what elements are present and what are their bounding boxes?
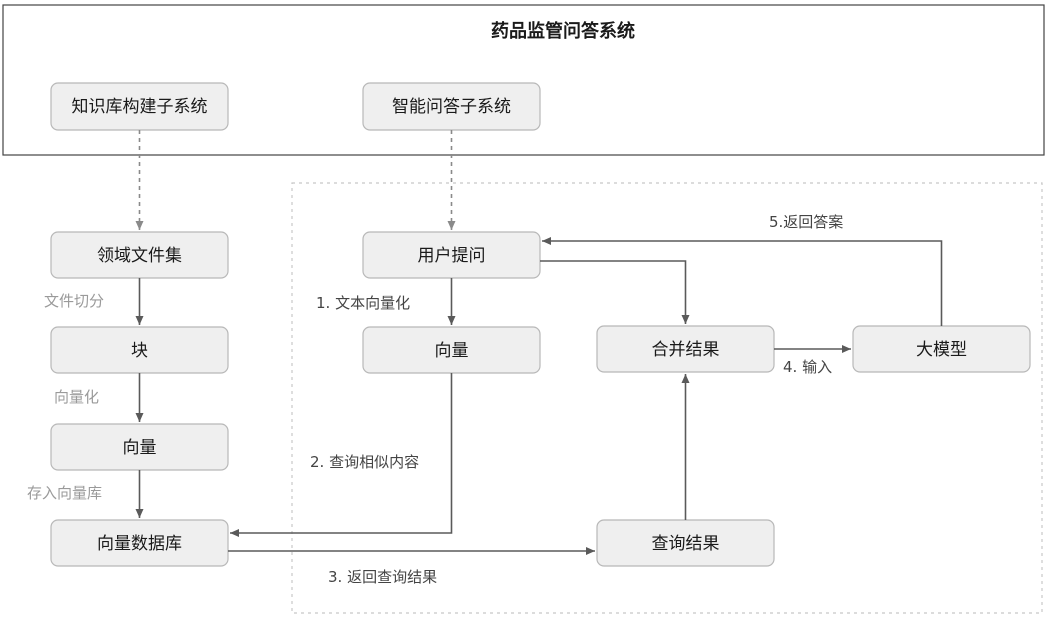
node-user-question-label: 用户提问 — [418, 246, 486, 266]
node-vector-left-label: 向量 — [123, 438, 157, 458]
system-title: 药品监管问答系统 — [491, 20, 635, 42]
node-llm: 大模型 — [852, 325, 1031, 373]
node-domain-files-label: 领域文件集 — [97, 246, 182, 266]
label-step4: 4. 输入 — [783, 358, 832, 376]
qa-flow-frame — [291, 182, 1043, 614]
node-chunk: 块 — [50, 326, 229, 374]
edge-vector-to-vector-db-query — [230, 373, 453, 537]
node-vector-db-label: 向量数据库 — [97, 534, 182, 554]
label-store-vector-db: 存入向量库 — [27, 484, 102, 502]
node-query-results-label: 查询结果 — [652, 534, 720, 554]
node-merge-results-label: 合并结果 — [652, 340, 720, 360]
node-vector-right: 向量 — [362, 326, 541, 374]
label-step3: 3. 返回查询结果 — [328, 568, 437, 586]
edge-llm-to-question — [542, 237, 943, 326]
node-qa-subsystem-label: 智能问答子系统 — [392, 97, 511, 117]
node-llm-label: 大模型 — [916, 340, 967, 360]
node-vector-db: 向量数据库 — [50, 519, 229, 567]
node-vector-right-label: 向量 — [435, 341, 469, 361]
edge-question-to-merge — [540, 260, 690, 324]
node-kb-subsystem-label: 知识库构建子系统 — [72, 97, 208, 117]
node-kb-subsystem: 知识库构建子系统 — [50, 82, 229, 131]
label-file-split: 文件切分 — [44, 292, 104, 310]
system-frame — [2, 4, 1045, 156]
node-merge-results: 合并结果 — [596, 325, 775, 373]
node-query-results: 查询结果 — [596, 519, 775, 567]
label-step2: 2. 查询相似内容 — [310, 453, 419, 471]
label-step5: 5.返回答案 — [769, 213, 843, 231]
label-vectorize: 向量化 — [54, 388, 99, 406]
label-step1: 1. 文本向量化 — [316, 294, 410, 312]
node-qa-subsystem: 智能问答子系统 — [362, 82, 541, 131]
node-vector-left: 向量 — [50, 423, 229, 471]
node-domain-files: 领域文件集 — [50, 231, 229, 279]
node-chunk-label: 块 — [131, 341, 148, 361]
node-user-question: 用户提问 — [362, 231, 541, 279]
